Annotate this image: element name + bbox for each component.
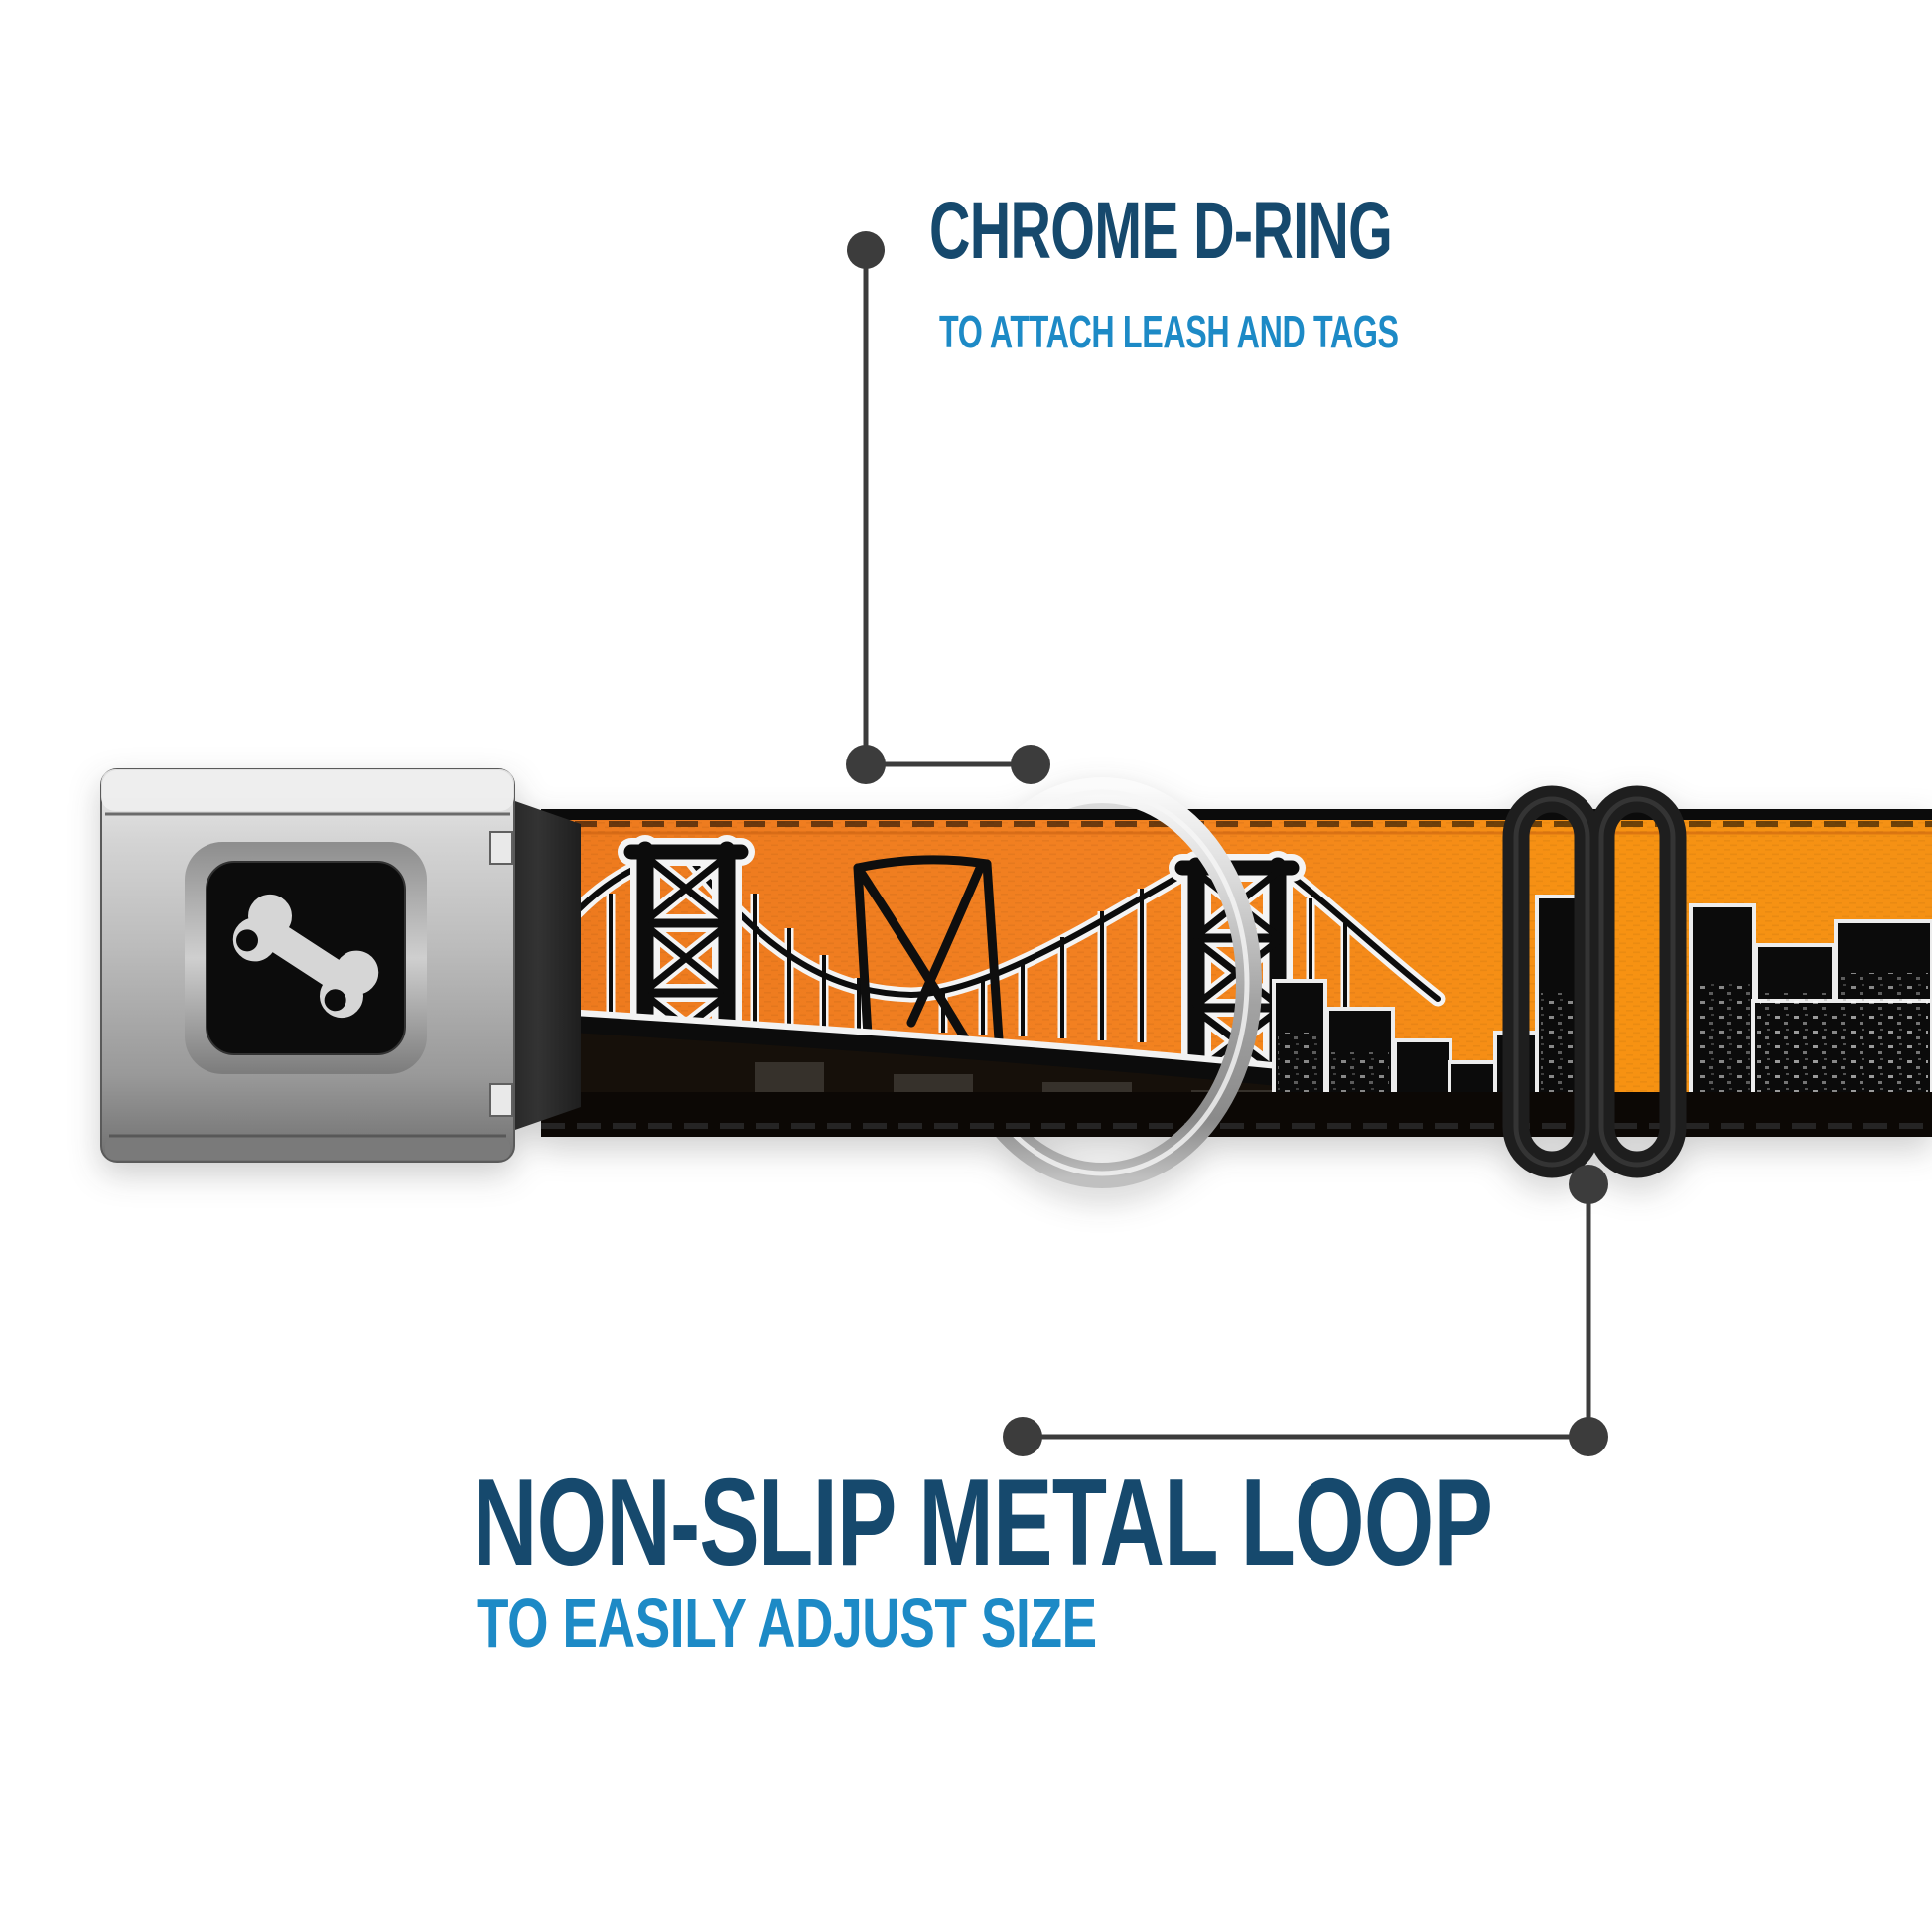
strap-bottom-band [541,1092,1932,1137]
metal-loop-callout-subtitle: TO EASILY ADJUST SIZE [477,1585,1097,1662]
callout-dot [847,231,885,269]
metal-loop-connector [1003,1165,1608,1456]
dog-bone-icon [232,894,379,1019]
d-ring-callout-subtitle: TO ATTACH LEASH AND TAGS [939,306,1399,357]
d-ring-front-arc [1136,809,1262,1137]
d-ring-callout-title: CHROME D-RING [929,186,1393,276]
strap-top-stitch [541,809,1932,820]
metal-loop-callout-title: NON-SLIP METAL LOOP [473,1454,1493,1591]
callout-dot [1569,1417,1608,1456]
slider-loop [1502,785,1687,1178]
seatbelt-buckle [100,768,515,1163]
dog-collar-product [100,768,1932,1188]
callout-dot [1003,1417,1042,1456]
